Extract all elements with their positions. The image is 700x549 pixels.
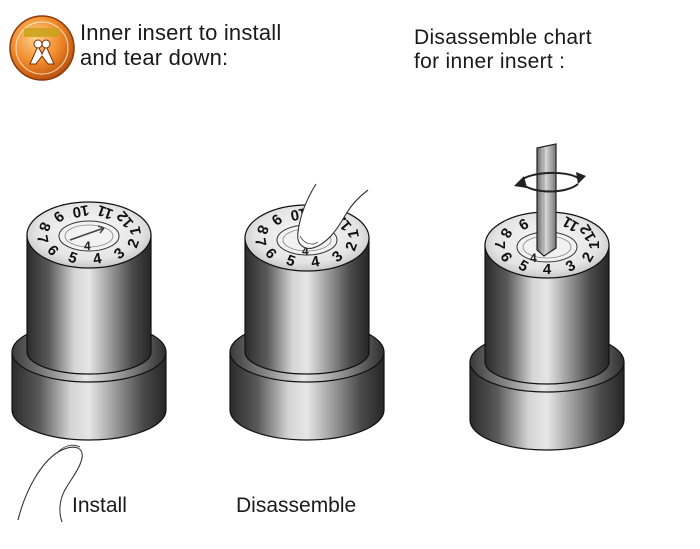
dial-number: 11 xyxy=(560,212,582,235)
finger-icon xyxy=(17,446,83,523)
right-title: Disassemble chart for inner insert : xyxy=(414,26,592,74)
dial-number: 7 xyxy=(491,241,508,249)
dial-number: 1 xyxy=(345,228,363,239)
finger-icon xyxy=(297,183,369,249)
left-title: Inner insert to install and tear down: xyxy=(80,20,281,70)
dial-number: 7 xyxy=(251,237,269,248)
inner-digit: 4 xyxy=(302,244,309,258)
dial-number: 4 xyxy=(310,253,322,271)
right-title-line2: for inner insert : xyxy=(414,50,566,73)
inner-digit: 4 xyxy=(530,251,537,265)
rotate-arrows-icon xyxy=(514,172,586,193)
dial-number: 1 xyxy=(127,225,145,236)
dial-number: 4 xyxy=(92,250,104,268)
right-title-line1: Disassemble chart xyxy=(414,26,592,49)
dial-number: 11 xyxy=(95,201,116,222)
screwdriver-icon xyxy=(536,143,557,257)
dial-number: 10 xyxy=(71,201,90,221)
inner-digit: 4 xyxy=(84,239,91,253)
disassemble-label: Disassemble xyxy=(236,494,357,517)
install-label: Install xyxy=(72,494,127,517)
left-title-line1: Inner insert to install xyxy=(80,20,282,45)
dial-number: 1 xyxy=(586,241,603,249)
hand-wrench-logo-icon xyxy=(9,15,75,81)
dial-number: 4 xyxy=(543,261,552,278)
left-title-line2: and tear down: xyxy=(80,45,229,70)
dial-number: 12 xyxy=(577,221,600,244)
dial-number: 7 xyxy=(33,234,51,245)
